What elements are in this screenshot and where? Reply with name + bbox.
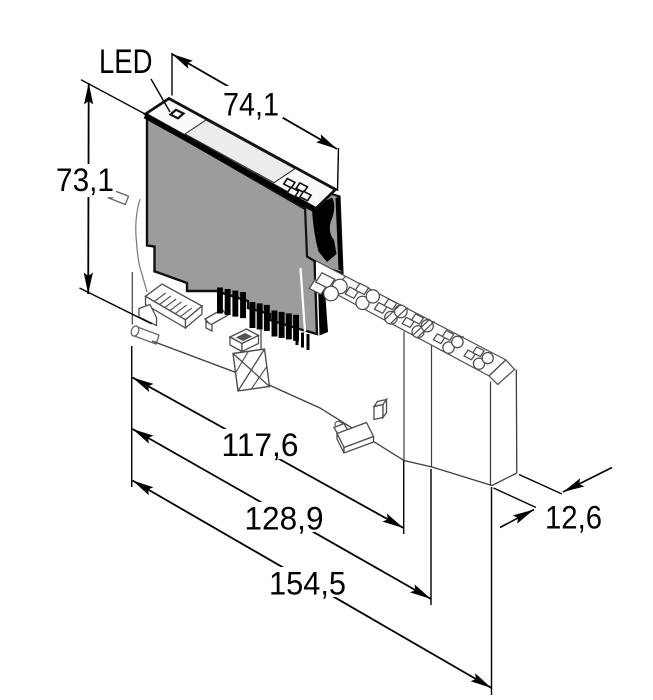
svg-text:117,6: 117,6 (222, 427, 299, 463)
svg-text:128,9: 128,9 (245, 501, 324, 537)
svg-text:74,1: 74,1 (223, 87, 279, 123)
svg-text:154,5: 154,5 (269, 566, 346, 602)
svg-text:LED: LED (99, 43, 153, 81)
svg-text:73,1: 73,1 (56, 162, 114, 198)
svg-text:12,6: 12,6 (545, 500, 602, 536)
